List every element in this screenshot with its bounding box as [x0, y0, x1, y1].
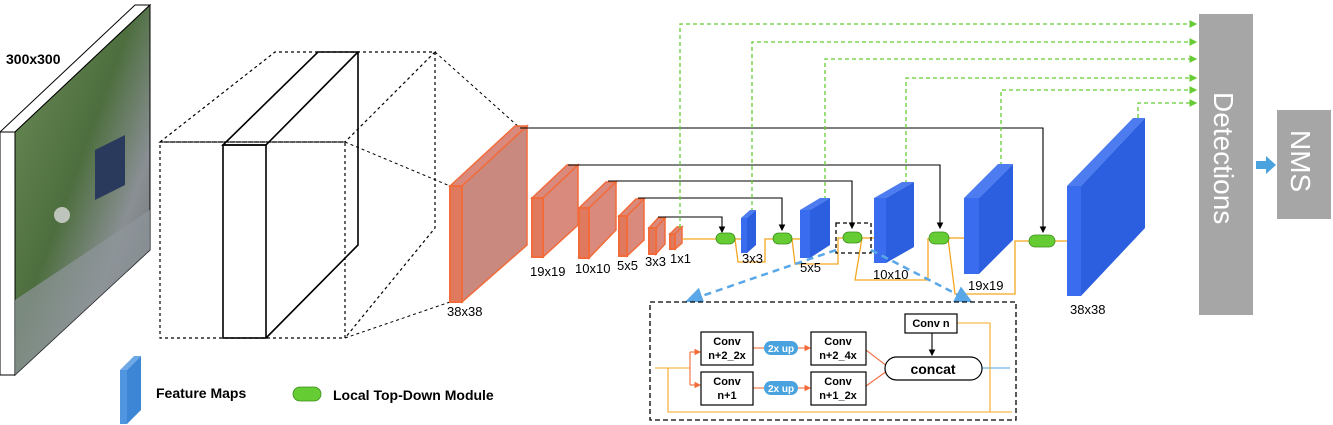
- decoder-label-5x5: 5x5: [800, 260, 821, 275]
- detection-links: [679, 20, 1198, 228]
- encoder-label-38x38: 38x38: [447, 304, 482, 319]
- encoder-map-10x10: [577, 180, 618, 260]
- legend-module-icon: [292, 386, 322, 402]
- nms-label: NMS: [1285, 130, 1316, 192]
- module-5: [1028, 234, 1056, 248]
- conv-b-line1: Conv: [713, 376, 741, 388]
- encoder-map-5x5: [617, 197, 646, 258]
- decoder-map-38x38: [1067, 118, 1145, 296]
- upsample-b-label: 2x up: [768, 384, 794, 395]
- module-1: [715, 232, 736, 245]
- zoom-arrows: [685, 248, 973, 305]
- encoder-label-10x10: 10x10: [575, 261, 610, 276]
- conv-c-line2: n+2_4x: [819, 350, 857, 362]
- input-size-label: 300x300: [6, 51, 61, 67]
- encoder-map-19x19: [530, 163, 580, 259]
- encoder-map-38x38: [448, 124, 529, 304]
- detections-box: [1199, 14, 1253, 315]
- legend-feature-map-icon: [120, 356, 141, 424]
- detail-wires: [655, 322, 1012, 413]
- encoder-map-1x1: [668, 225, 684, 251]
- module-2: [772, 232, 793, 245]
- skip-connections: [520, 127, 1047, 234]
- encoder-label-19x19: 19x19: [530, 264, 565, 279]
- conv-d-line1: Conv: [824, 376, 852, 388]
- to-nms-arrow: [1256, 156, 1276, 174]
- upsample-pill-a: [764, 341, 798, 355]
- detail-boxes: [700, 313, 983, 406]
- decoder-label-10x10: 10x10: [873, 267, 908, 282]
- upsample-pill-b: [764, 381, 798, 395]
- encoder-map-3x3: [647, 216, 667, 256]
- module-4: [928, 231, 950, 245]
- encoder-label-5x5: 5x5: [617, 258, 638, 273]
- conv-c-line1: Conv: [824, 336, 852, 348]
- decoder-label-38x38: 38x38: [1070, 302, 1105, 317]
- projection-lines: [344, 51, 521, 339]
- decoder-map-3x3: [741, 210, 756, 253]
- decoder-label-3x3: 3x3: [742, 251, 763, 266]
- detections-label: Detections: [1208, 92, 1239, 224]
- conv-n-label: Conv n: [912, 318, 950, 330]
- conv-a-line1: Conv: [713, 336, 741, 348]
- encoder-label-3x3: 3x3: [645, 254, 666, 269]
- zoom-highlight-box: [835, 222, 872, 254]
- conv-b-line2: n+1: [717, 390, 736, 402]
- legend-local-module-label: Local Top-Down Module: [333, 387, 494, 403]
- module-3: [842, 231, 863, 244]
- topdown-modules: [715, 231, 1056, 248]
- upsample-a-label: 2x up: [768, 344, 794, 355]
- topdown-flow: [682, 237, 1067, 295]
- conv-d-line2: n+1_2x: [819, 390, 857, 402]
- nms-box: [1277, 110, 1331, 219]
- legend-feature-maps-label: Feature Maps: [156, 385, 246, 401]
- backbone-cuboid: [158, 51, 437, 339]
- encoder-label-1x1: 1x1: [670, 251, 691, 266]
- concat-label: concat: [910, 361, 955, 377]
- decoder-map-10x10: [874, 182, 914, 263]
- conv-a-line2: n+2_2x: [708, 350, 746, 362]
- backbone-slab: [221, 51, 360, 339]
- input-image: [0, 3, 152, 377]
- decoder-map-19x19: [964, 164, 1013, 274]
- decoder-map-5x5: [800, 198, 830, 258]
- decoder-label-19x19: 19x19: [968, 278, 1003, 293]
